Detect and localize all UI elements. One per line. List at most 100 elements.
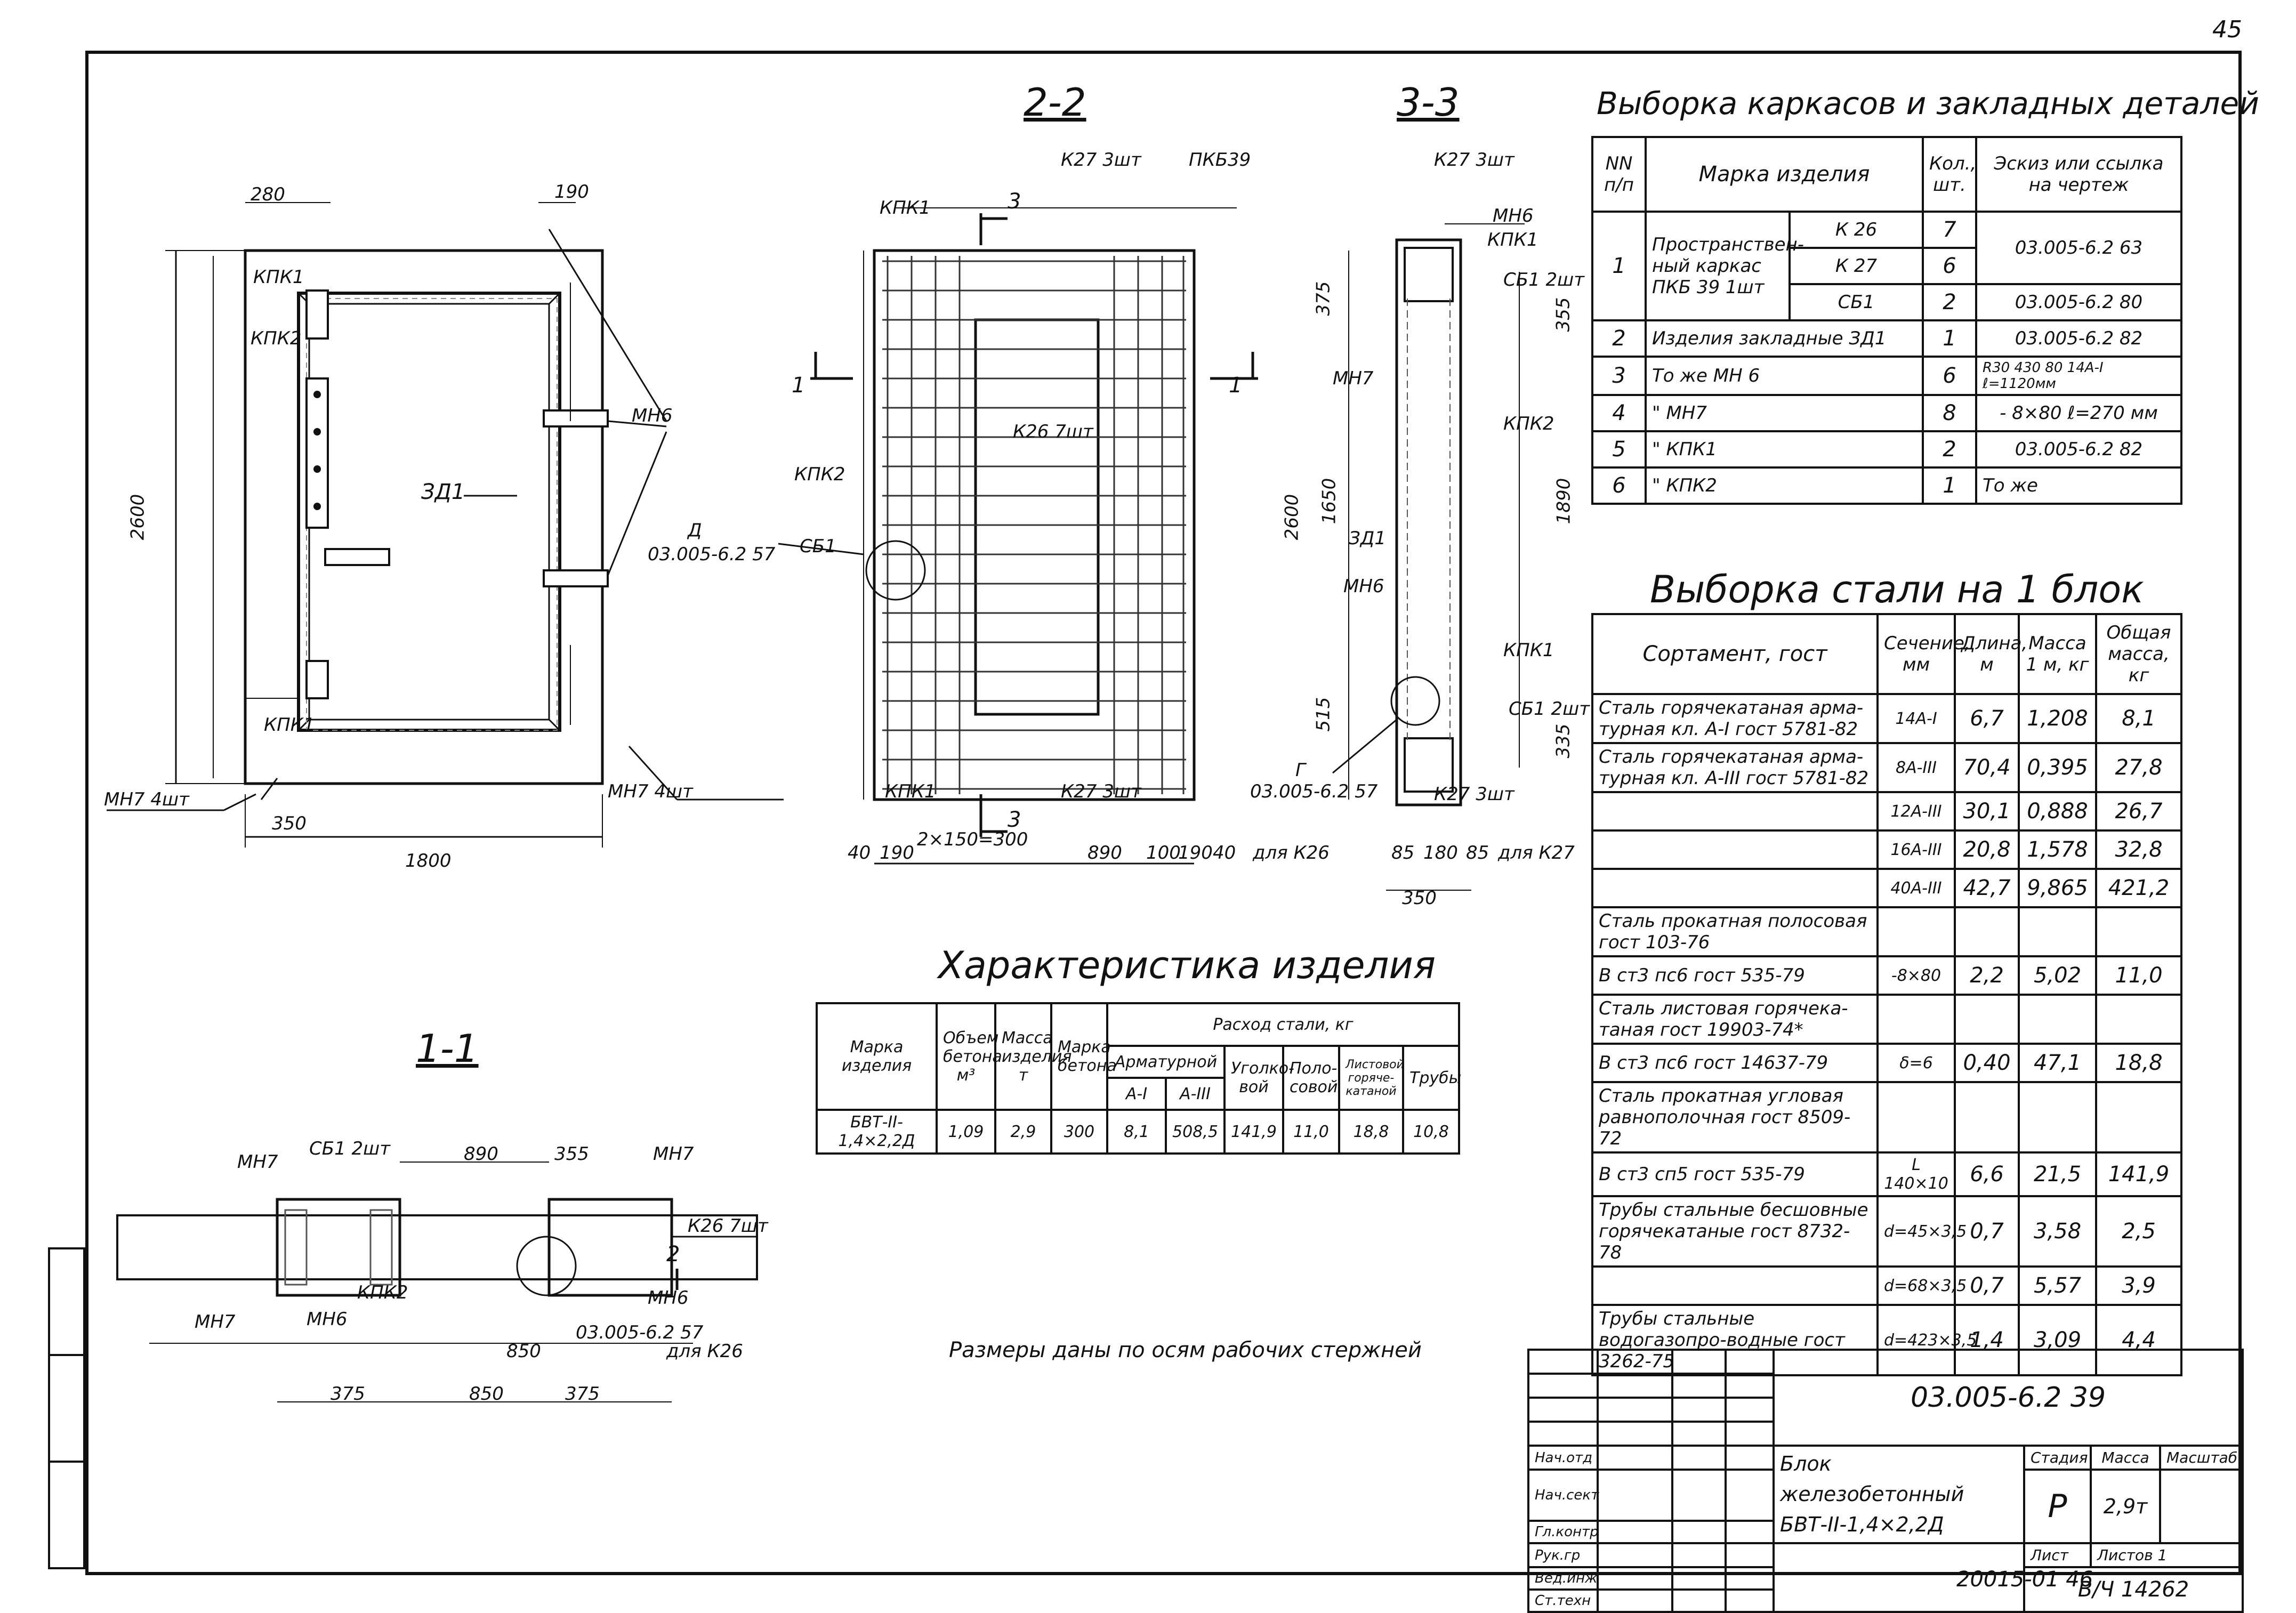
section-label-1-1: 1-1 xyxy=(416,1026,479,1071)
dimensions-note: Размеры даны по осям рабочих стержней xyxy=(949,1338,1422,1362)
char-header-mark: Марка изделия xyxy=(816,1002,938,1111)
steel-cell-section: -8×80 xyxy=(1876,955,1956,996)
frames-row2-name: Изделия закладные ЗД1 xyxy=(1645,319,1924,358)
char-value-pipes: 10,8 xyxy=(1402,1109,1460,1155)
s11-label-mn7-bottom: МН7 xyxy=(195,1311,236,1333)
steel-cell-length xyxy=(1954,1081,2020,1154)
frames-row4-name: " МН7 xyxy=(1645,394,1924,432)
steel-cell-length: 6,7 xyxy=(1954,693,2020,744)
steel-cell-mass-per-m: 9,865 xyxy=(2018,868,2097,908)
steel-cell-name: В ст3 пс6 гост 535-79 xyxy=(1591,955,1879,996)
steel-cell-section xyxy=(1876,994,1956,1045)
section-2-2-drawing xyxy=(778,207,1258,865)
stamp-role-6: Ст.техн xyxy=(1527,1588,1599,1613)
s11-cut-marker-2: 2 xyxy=(666,1242,680,1267)
stamp-stage-value: Р xyxy=(2023,1469,2092,1544)
s33-dim-335: 335 xyxy=(1552,723,1574,759)
frames-row1-sub3-ref: 03.005-6.2 80 xyxy=(1975,283,2182,321)
s22-cut-marker-1-left: 1 xyxy=(792,373,805,398)
char-header-rebar: Арматурной xyxy=(1106,1045,1226,1079)
steel-cell-name: Сталь горячекатаная арма-турная кл. А-I … xyxy=(1591,693,1879,744)
steel-cell-length xyxy=(1954,994,2020,1045)
stamp-header-scale: Масштаб xyxy=(2158,1445,2244,1471)
frames-header-sketch: Эскиз или ссылка на чертеж xyxy=(1975,136,2182,213)
steel-cell-name: Сталь листовая горячека-таная гост 19903… xyxy=(1591,994,1879,1045)
char-header-steel: Расход стали, кг xyxy=(1106,1002,1460,1047)
frames-row2-ref: 03.005-6.2 82 xyxy=(1975,319,2182,358)
s11-label-k26: К26 7шт xyxy=(688,1215,768,1237)
char-value-mass: 2,9 xyxy=(994,1109,1052,1155)
s33-label-kpk2: КПК2 xyxy=(1503,413,1554,434)
steel-cell-length: 42,7 xyxy=(1954,868,2020,908)
steel-table-row: Сталь листовая горячека-таная гост 19903… xyxy=(1591,994,2182,1045)
elev-label-kpk2: КПК2 xyxy=(251,328,302,349)
elev-label-kpk1: КПК1 xyxy=(253,267,304,288)
steel-cell-total: 18,8 xyxy=(2095,1043,2182,1083)
steel-cell-name: Сталь прокатная угловая равнополочная го… xyxy=(1591,1081,1879,1154)
s33-label-sb1-top: СБ1 2шт xyxy=(1503,269,1585,291)
frames-row1-nn: 1 xyxy=(1591,211,1647,321)
char-value-a1: 8,1 xyxy=(1106,1109,1167,1155)
char-table-title: Характеристика изделия xyxy=(938,943,1436,987)
steel-table-row: Трубы стальные бесшовные горячекатаные г… xyxy=(1591,1195,2182,1268)
frames-header-mark: Марка изделия xyxy=(1645,136,1924,213)
steel-cell-length: 0,40 xyxy=(1954,1043,2020,1083)
steel-cell-mass-per-m: 1,578 xyxy=(2018,829,2097,870)
steel-cell-total: 141,9 xyxy=(2095,1151,2182,1197)
steel-cell-length: 70,4 xyxy=(1954,742,2020,793)
s11-dim-375-left: 375 xyxy=(331,1383,365,1405)
s33-label-kpk1-bottom: КПК1 xyxy=(1503,640,1554,661)
frames-row3-name: То же МН 6 xyxy=(1645,356,1924,396)
frames-row6-ref: То же xyxy=(1975,466,2182,505)
s33-label-k27-bottom: К27 3шт xyxy=(1434,784,1514,805)
steel-header-total-mass: Общая масса, кг xyxy=(2095,613,2182,695)
steel-cell-total: 8,1 xyxy=(2095,693,2182,744)
frames-row4-nn: 4 xyxy=(1591,394,1647,432)
stamp-role-2: Нач.сект xyxy=(1527,1469,1599,1522)
steel-cell-mass-per-m xyxy=(2018,1081,2097,1154)
steel-cell-mass-per-m: 3,58 xyxy=(2018,1195,2097,1268)
drawing-sheet-frame xyxy=(85,51,2242,1575)
steel-cell-total: 11,0 xyxy=(2095,955,2182,996)
char-header-volume: Объем бетона м³ xyxy=(936,1002,1002,1111)
steel-cell-total xyxy=(2095,1081,2182,1154)
steel-cell-name: В ст3 сп5 гост 535-79 xyxy=(1591,1151,1879,1197)
s33-label-kpk1-top: КПК1 xyxy=(1487,229,1538,251)
char-value-a3: 508,5 xyxy=(1165,1109,1226,1155)
s33-detail-g: Г xyxy=(1295,760,1306,781)
steel-cell-mass-per-m: 1,208 xyxy=(2018,693,2097,744)
frames-row4-qty: 8 xyxy=(1922,394,1977,432)
steel-cell-total xyxy=(2095,994,2182,1045)
char-header-pipes: Трубы xyxy=(1402,1045,1461,1111)
s11-detail-g-doc: 03.005-6.2 57 xyxy=(576,1322,704,1343)
frames-row1-sub3-qty: 2 xyxy=(1922,283,1977,321)
steel-cell-name xyxy=(1591,829,1879,870)
steel-cell-mass-per-m: 5,02 xyxy=(2018,955,2097,996)
s22-label-sb1: СБ1 xyxy=(800,536,836,557)
stamp-name-line2: БВТ-II-1,4×2,2Д xyxy=(1780,1513,1944,1536)
char-value-mark: БВТ-II-1,4×2,2Д xyxy=(816,1109,938,1155)
char-header-concrete: Марка бетона xyxy=(1050,1002,1117,1111)
frames-row5-name: " КПК1 xyxy=(1645,430,1924,469)
steel-cell-mass-per-m: 0,888 xyxy=(2018,791,2097,832)
steel-cell-section: δ=6 xyxy=(1876,1043,1956,1083)
elev-label-mn7-left: МН7 4шт xyxy=(104,789,189,810)
frames-table-title: Выборка каркасов и закладных деталей xyxy=(1597,85,2259,122)
s22-dim-100: 100 xyxy=(1146,842,1181,864)
frames-row1-name: Пространствен-ный каркас ПКБ 39 1шт xyxy=(1645,211,1804,321)
s22-label-k27-bottom: К27 3шт xyxy=(1061,781,1141,802)
char-value-sheet: 18,8 xyxy=(1338,1109,1404,1155)
elevation-drawing xyxy=(107,202,784,848)
frames-row5-qty: 2 xyxy=(1922,430,1977,469)
char-header-mass: Масса изделия т xyxy=(994,1002,1072,1111)
frames-header-nn: NN п/п xyxy=(1591,136,1647,213)
s33-label-mn6-bottom: МН6 xyxy=(1343,576,1384,597)
elev-dim-1800: 1800 xyxy=(405,850,452,872)
frames-header-qty: Кол., шт. xyxy=(1922,136,1977,213)
char-header-a1: А-I xyxy=(1106,1077,1167,1111)
